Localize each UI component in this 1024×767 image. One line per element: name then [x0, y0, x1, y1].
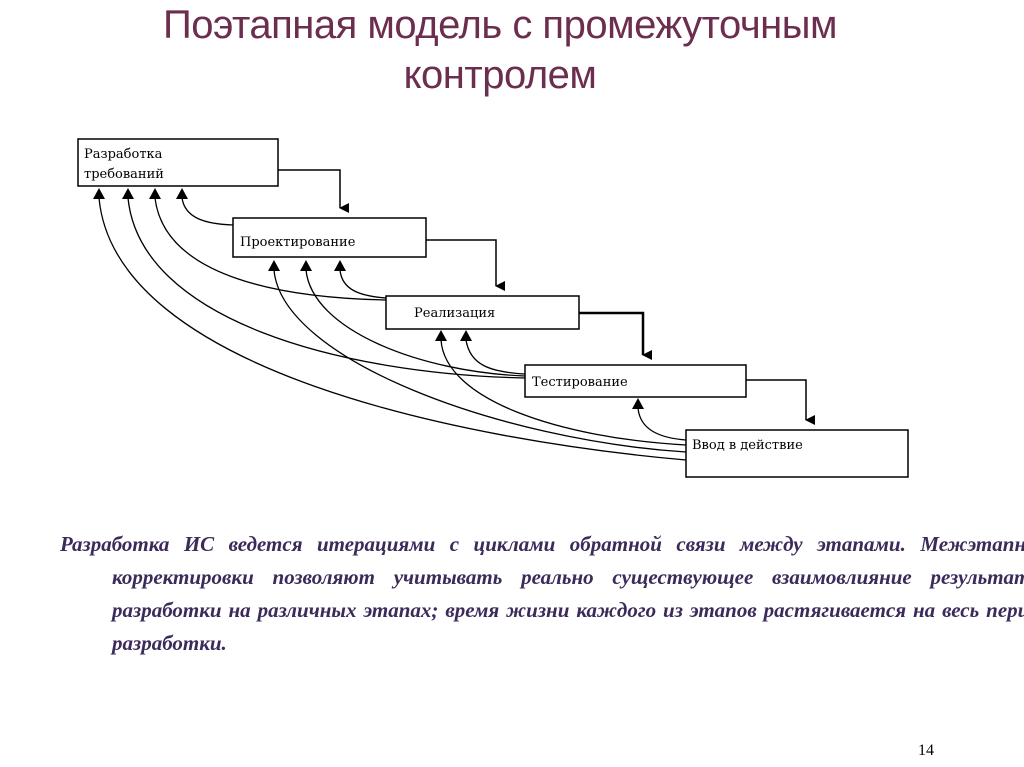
feedback-implementation-to-design	[339, 269, 387, 299]
slide-title-line-1: Поэтапная модель с промежуточным	[162, 3, 838, 47]
forward-flow-arrows	[278, 169, 815, 425]
description-paragraph: Разработка ИС ведется итерациями с цикла…	[60, 532, 1024, 655]
feedback-deployment-to-design	[273, 269, 687, 453]
arrow-requirements-to-design	[278, 169, 349, 213]
stage-label-implementation: Реализация	[414, 306, 495, 321]
feedback-testing-to-requirements	[127, 197, 526, 379]
stage-label-testing: Тестирование	[532, 375, 628, 390]
arrowhead-up-icon	[300, 260, 312, 271]
stage-box-deployment: Ввод в действие	[685, 429, 909, 478]
page-number: 14	[918, 742, 934, 759]
stage-label-deployment: Ввод в действие	[692, 438, 803, 453]
stage-box-design: Проектирование	[232, 217, 427, 258]
feedback-deployment-to-requirements	[98, 197, 687, 461]
feedback-testing-to-implementation	[465, 339, 526, 375]
arrowhead-up-icon	[460, 330, 472, 341]
arrow-implementation-to-testing	[579, 311, 652, 360]
stage-label-requirements-2: требований	[84, 167, 164, 182]
arrowhead-up-icon	[149, 188, 161, 199]
stage-label-design: Проектирование	[240, 235, 356, 250]
arrowhead-up-icon	[176, 188, 188, 199]
feedback-testing-to-design	[305, 269, 526, 377]
arrowhead-up-icon	[93, 188, 105, 199]
feedback-deployment-to-testing	[637, 407, 687, 441]
stage-box-testing: Тестирование	[524, 364, 747, 398]
feedback-design-to-requirements	[181, 197, 234, 226]
arrow-testing-to-deployment	[746, 379, 815, 425]
arrow-design-to-implementation	[426, 239, 505, 291]
arrowhead-up-icon	[334, 260, 346, 271]
stage-box-requirements: Разработка требований	[77, 138, 279, 187]
feedback-curves	[98, 197, 687, 461]
slide-title: Поэтапная модель с промежуточным контрол…	[0, 0, 1000, 100]
feedback-deployment-to-implementation	[440, 339, 687, 446]
arrowhead-up-icon	[435, 330, 447, 341]
slide-title-line-2: контролем	[403, 53, 597, 97]
feedback-arrowheads	[93, 188, 644, 409]
arrowhead-up-icon	[268, 260, 280, 271]
arrowhead-up-icon	[632, 398, 644, 409]
feedback-implementation-to-requirements	[154, 197, 387, 301]
stage-box-implementation: Реализация	[385, 295, 580, 330]
stage-label-requirements-1: Разработка	[84, 147, 163, 162]
arrowhead-up-icon	[122, 188, 134, 199]
